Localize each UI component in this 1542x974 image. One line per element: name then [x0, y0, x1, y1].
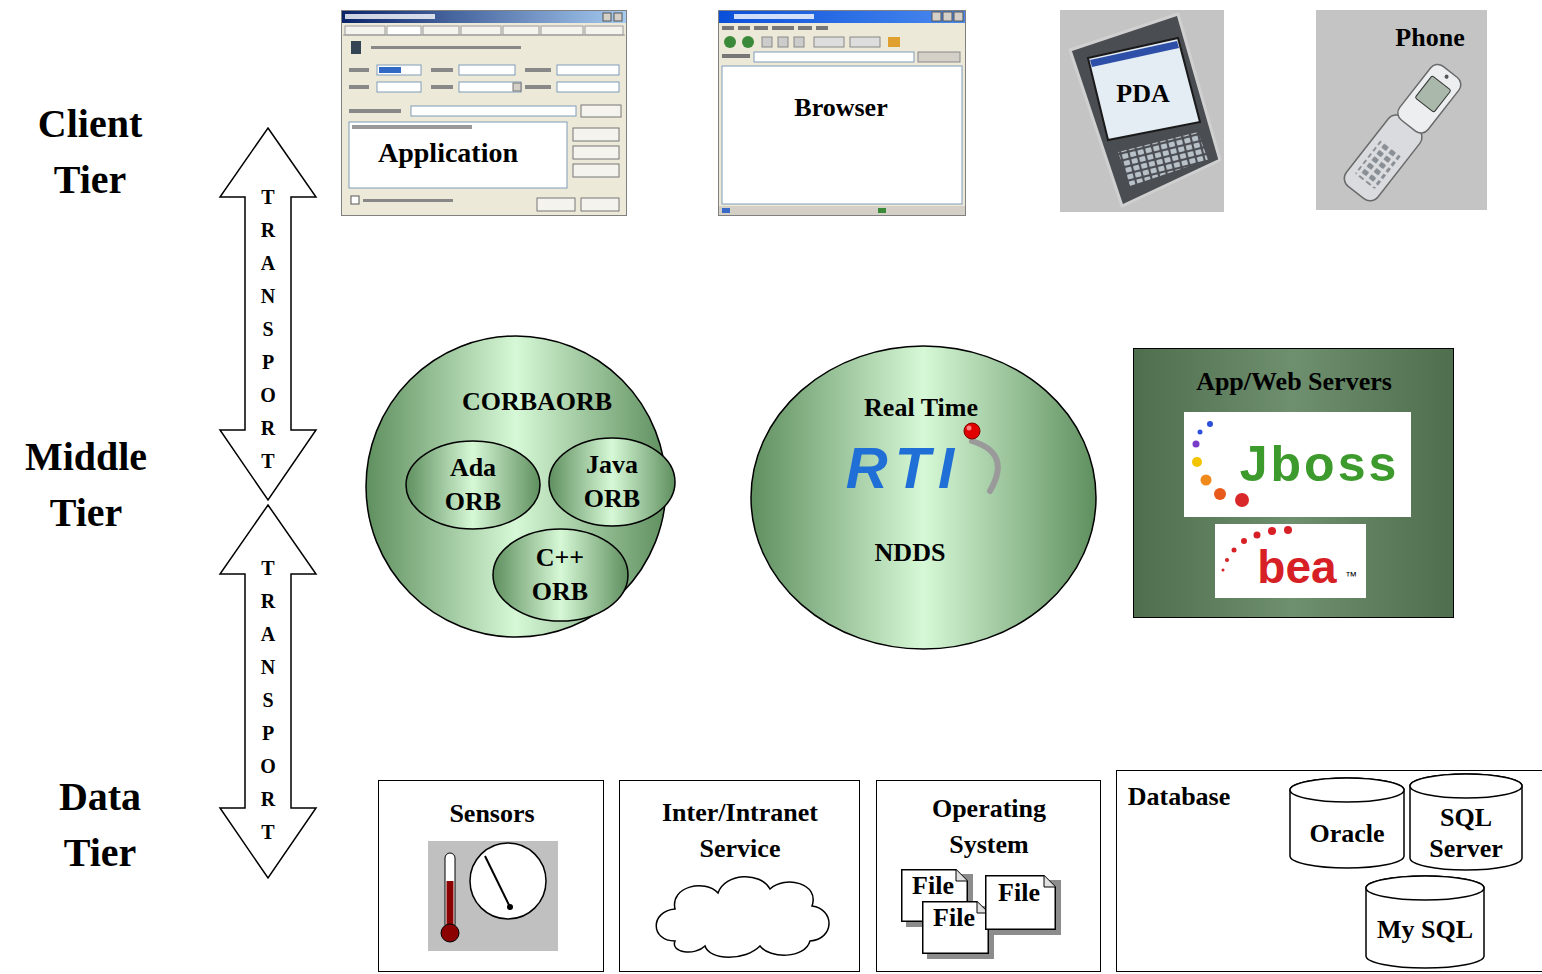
orb-ellipse: C++ ORB	[492, 528, 629, 622]
node-label: Java ORB	[572, 448, 652, 516]
node-label: My SQL	[1369, 914, 1481, 945]
app-server-box: App/Web Servers Jboss bea™	[1133, 348, 1454, 618]
logo-box: Jboss	[1184, 412, 1411, 517]
trademark-mark: ™	[1341, 569, 1361, 583]
node-label: Inter/Intranet Service	[635, 795, 845, 868]
middleware-circle: Real TimeRTI NDDS	[750, 345, 1097, 650]
tier-label: Middle Tier	[4, 429, 169, 541]
node-label: CORBAORB	[432, 386, 642, 417]
data-source-box: Inter/Intranet Service	[619, 780, 860, 972]
logo-text: Jboss	[1232, 434, 1404, 494]
orb-ellipse: Ada ORB	[405, 440, 541, 530]
tier-label: Data Tier	[25, 769, 175, 881]
transport-label: TRANSPORT	[257, 552, 279, 849]
transport-arrow	[220, 505, 316, 878]
logo-text: bea	[1252, 540, 1342, 595]
data-source-box: Operating SystemFileFileFile	[876, 780, 1101, 972]
pda-illustration	[1060, 10, 1224, 212]
database-cylinder: Oracle	[1289, 777, 1405, 869]
middleware-circle: CORBAORB Ada ORB Java ORB C++ ORB	[365, 335, 667, 638]
pda-device: PDA	[1060, 10, 1224, 212]
node-label: Ada ORB	[434, 451, 512, 519]
node-label: PDA	[1104, 78, 1182, 109]
data-source-box: Sensors	[378, 780, 604, 972]
database-cylinder: SQL Server	[1409, 773, 1523, 871]
database-cylinder: My SQL	[1365, 875, 1485, 969]
node-label: File	[904, 870, 962, 901]
node-label: Real Time	[821, 392, 1021, 423]
logo-text: RTI	[800, 433, 1000, 503]
node-label: C++ ORB	[522, 541, 598, 609]
tier-label: Client Tier	[10, 96, 170, 208]
file-icon: File	[922, 901, 994, 959]
node-label: App/Web Servers	[1144, 366, 1444, 397]
node-label: Database	[1119, 781, 1239, 812]
node-label: Browser	[736, 92, 946, 123]
node-label: Operating System	[904, 791, 1074, 864]
node-label: Oracle	[1293, 818, 1401, 849]
node-label: Sensors	[392, 798, 592, 829]
transport-label: TRANSPORT	[257, 181, 279, 478]
application-window: Application	[341, 10, 627, 216]
node-label: Phone	[1380, 22, 1480, 53]
file-icon: File	[985, 875, 1061, 935]
database-box: DatabaseOracle SQL Server My SQL	[1116, 770, 1542, 972]
orb-ellipse: Java ORB	[548, 437, 676, 527]
phone-device: Phone	[1316, 10, 1487, 210]
node-label: Application	[346, 136, 551, 170]
transport-arrow	[220, 128, 316, 500]
node-label: SQL Server	[1416, 802, 1516, 864]
logo-box: bea™	[1215, 524, 1366, 598]
browser-window: Browser	[718, 10, 966, 216]
dialog-screenshot	[341, 10, 627, 216]
node-label: File	[925, 902, 983, 933]
node-label: NDDS	[835, 537, 985, 568]
ellipse-outline	[492, 528, 629, 622]
node-label: File	[989, 877, 1049, 908]
